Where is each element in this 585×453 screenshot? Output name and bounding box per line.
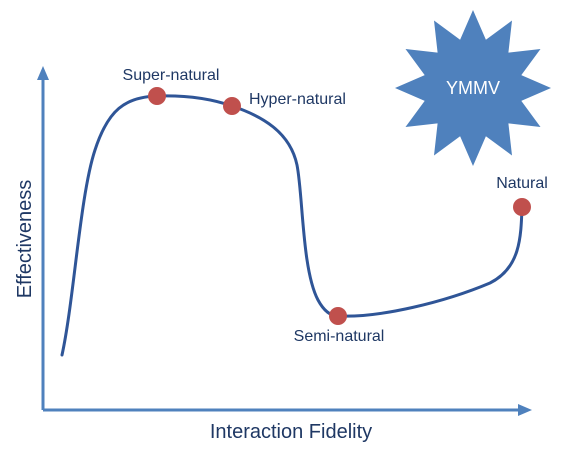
x-axis-label: Interaction Fidelity: [210, 421, 372, 443]
y-axis-label: Effectiveness: [14, 180, 36, 299]
ymmv-badge-text: YMMV: [446, 78, 500, 98]
ymmv-starburst-icon: [395, 10, 551, 166]
effectiveness-curve: [60, 94, 524, 357]
x-axis-arrowhead: [518, 404, 532, 416]
label-super-natural: Super-natural: [123, 67, 220, 84]
point-semi-natural: [329, 307, 347, 325]
point-hyper-natural: [223, 97, 241, 115]
point-super-natural: [148, 87, 166, 105]
label-hyper-natural: Hyper-natural: [249, 91, 346, 108]
y-axis-arrowhead: [37, 66, 49, 80]
label-natural: Natural: [496, 175, 548, 192]
point-natural: [513, 198, 531, 216]
label-semi-natural: Semi-natural: [294, 328, 385, 345]
